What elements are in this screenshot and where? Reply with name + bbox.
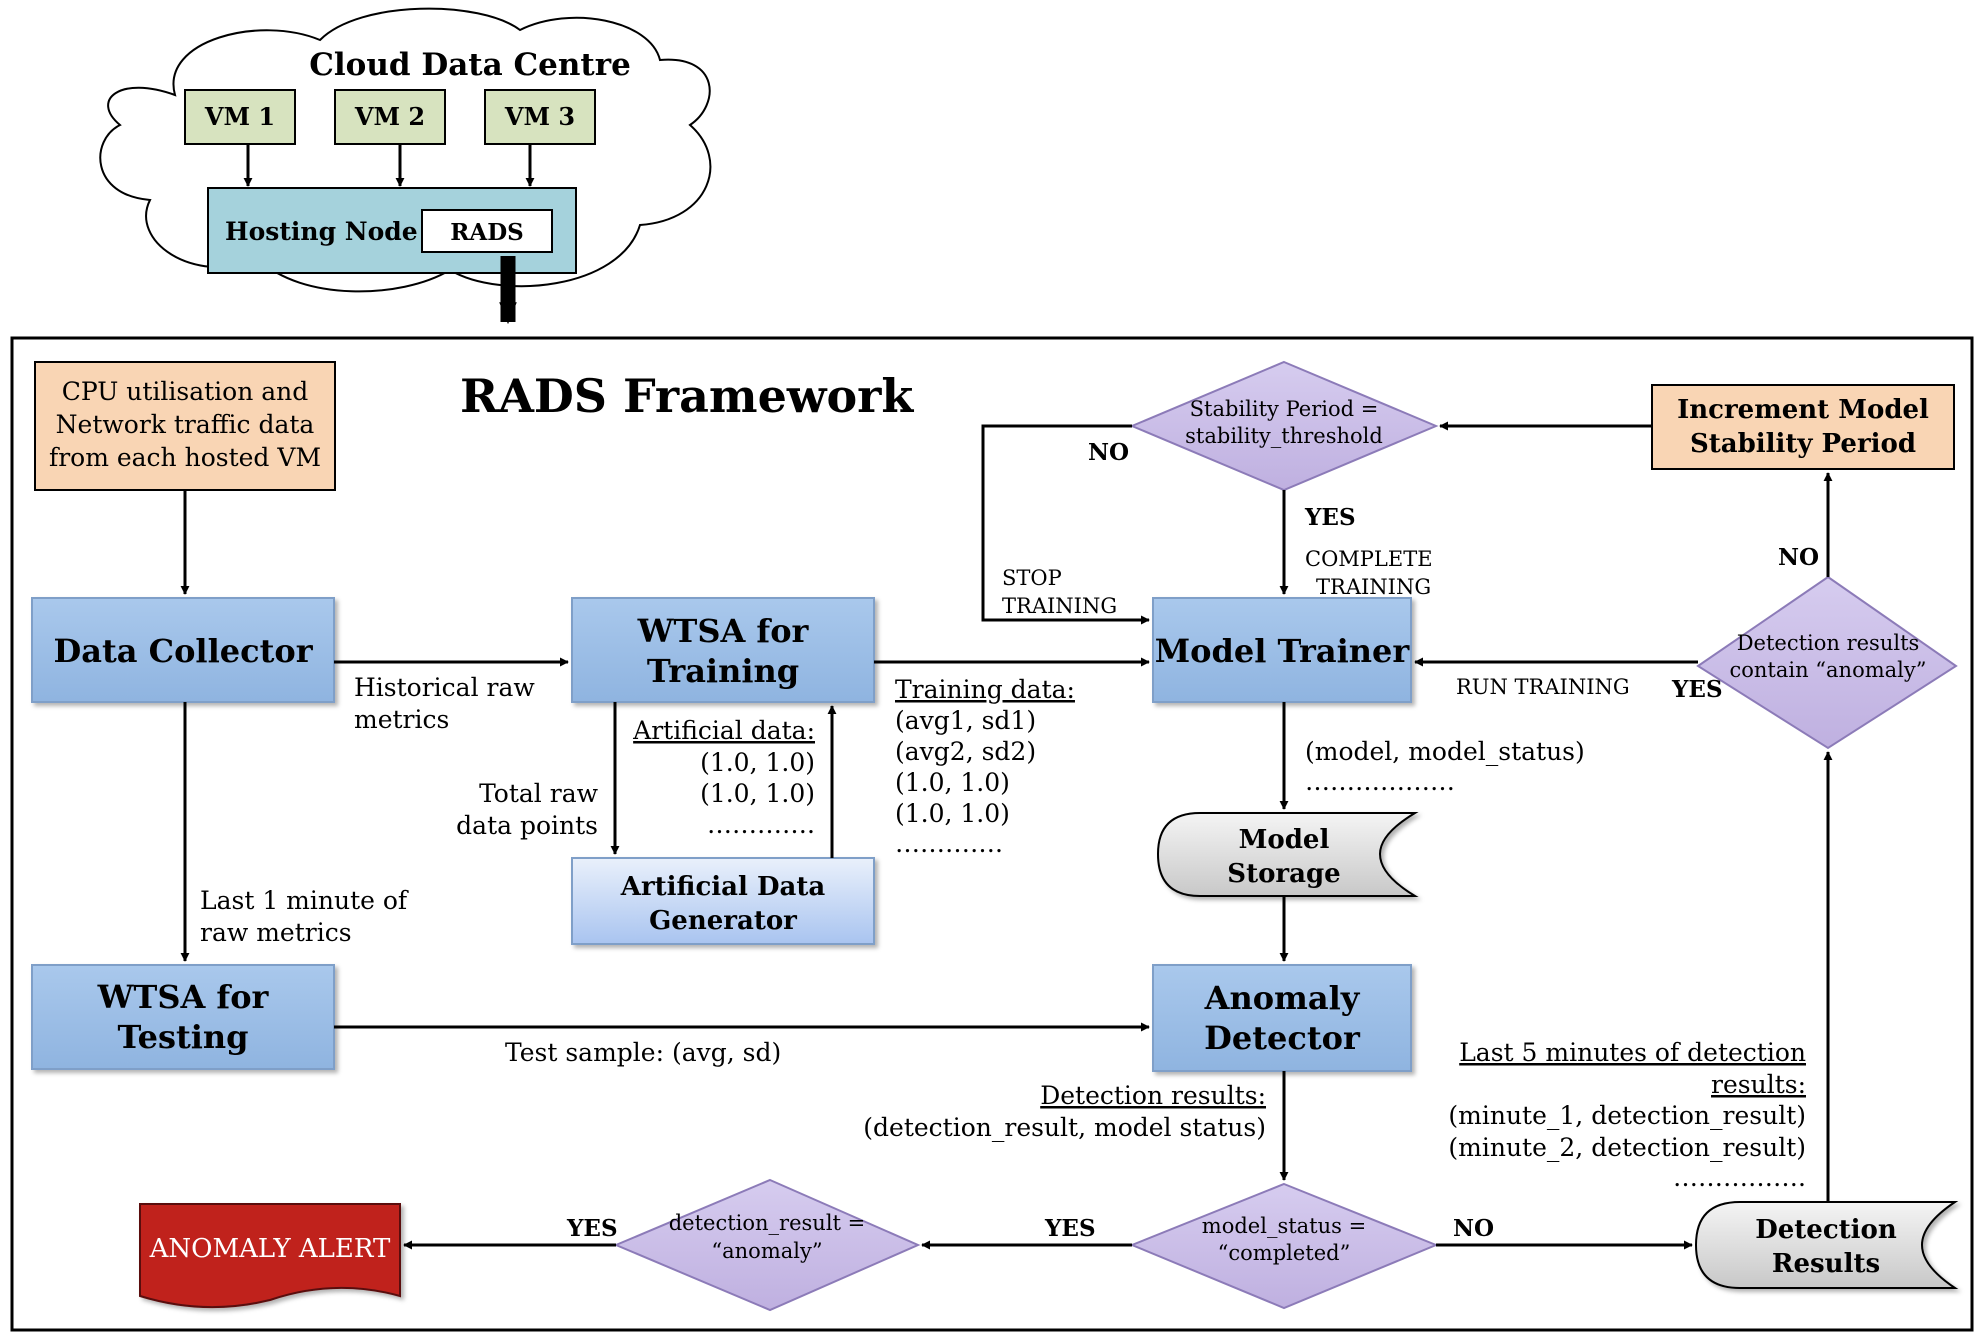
svg-text:Model Trainer: Model Trainer [1155, 632, 1411, 670]
svg-text:STOP: STOP [1002, 566, 1062, 590]
svg-text:………….: …………. [707, 810, 815, 839]
svg-text:Generator: Generator [649, 906, 797, 936]
svg-text:Results: Results [1772, 1249, 1880, 1279]
anomaly-alert: ANOMALY ALERT [139, 1203, 401, 1309]
svg-text:detection_result =: detection_result = [669, 1211, 866, 1235]
rads-label: RADS [450, 219, 524, 246]
artificial-data-generator-box: Artificial Data Generator [571, 857, 875, 945]
svg-text:Last 1 minute of: Last 1 minute of [200, 886, 409, 915]
label-yes-alert: YES [566, 1215, 618, 1242]
detection-results-store: Detection Results [1694, 1201, 1959, 1289]
anomaly-detector-box: Anomaly Detector [1152, 964, 1412, 1072]
framework-title: RADS Framework [460, 369, 914, 423]
svg-text:(1.0, 1.0): (1.0, 1.0) [895, 768, 1010, 797]
svg-text:Model: Model [1239, 825, 1330, 855]
diamond-model-status: model_status = “completed” [1129, 1182, 1439, 1310]
diamond-detection-contains-anomaly: Detection results contain “anomaly” [1696, 575, 1958, 750]
svg-text:TRAINING: TRAINING [1316, 575, 1431, 599]
svg-text:from each hosted VM: from each hosted VM [49, 443, 321, 472]
svg-text:“anomaly”: “anomaly” [711, 1239, 822, 1263]
rads-box [421, 209, 553, 253]
framework-border [10, 336, 1974, 1332]
svg-text:(1.0, 1.0): (1.0, 1.0) [895, 799, 1010, 828]
svg-text:data points: data points [456, 811, 598, 840]
svg-text:results:: results: [1711, 1070, 1806, 1099]
diamond-stability-period: Stability Period = stability_threshold [1129, 360, 1439, 492]
svg-text:WTSA for: WTSA for [637, 612, 810, 650]
label-yes-completed: YES [1044, 1215, 1096, 1242]
svg-text:CPU utilisation and: CPU utilisation and [62, 377, 309, 406]
svg-text:(minute_1, detection_result): (minute_1, detection_result) [1448, 1101, 1806, 1130]
svg-text:Detection results: Detection results [1737, 631, 1920, 655]
svg-text:(minute_2, detection_result): (minute_2, detection_result) [1448, 1133, 1806, 1162]
svg-text:………………: ……………… [1305, 767, 1455, 796]
label-no-increment: NO [1778, 544, 1819, 571]
svg-text:Storage: Storage [1227, 859, 1340, 889]
svg-text:Network traffic data: Network traffic data [56, 410, 315, 439]
svg-text:Artificial Data: Artificial Data [620, 872, 826, 902]
svg-text:Testing: Testing [117, 1018, 248, 1056]
svg-text:ANOMALY ALERT: ANOMALY ALERT [149, 1234, 391, 1264]
svg-text:Anomaly: Anomaly [1204, 979, 1361, 1017]
wtsa-testing-box: WTSA for Testing [31, 964, 335, 1070]
svg-text:Total raw: Total raw [479, 779, 599, 808]
hosting-node-box: Hosting Node RADS [207, 187, 577, 274]
svg-text:………….: …………. [895, 829, 1003, 858]
svg-text:contain “anomaly”: contain “anomaly” [1730, 658, 1927, 682]
svg-text:Detection results:: Detection results: [1040, 1081, 1266, 1110]
svg-text:Stability Period =: Stability Period = [1190, 397, 1379, 421]
vm-1-label: VM 1 [204, 102, 275, 131]
data-collector-box: Data Collector [31, 597, 335, 703]
svg-text:Historical raw: Historical raw [354, 673, 535, 702]
annotation-labels: NO YES COMPLETE TRAINING STOP TRAINING N… [200, 439, 1819, 1242]
svg-text:Stability Period: Stability Period [1690, 429, 1916, 459]
model-storage: Model Storage [1156, 812, 1419, 897]
svg-text:COMPLETE: COMPLETE [1305, 547, 1433, 571]
svg-text:Last 5 minutes of detection: Last 5 minutes of detection [1459, 1038, 1806, 1067]
svg-text:(avg2, sd2): (avg2, sd2) [895, 737, 1036, 766]
label-yes-run: YES [1671, 676, 1723, 703]
vm-2-box: VM 2 [334, 89, 446, 145]
svg-text:raw metrics: raw metrics [200, 918, 352, 947]
label-no-stability: NO [1088, 439, 1129, 466]
svg-text:Detector: Detector [1204, 1019, 1361, 1057]
connectors [180, 421, 1833, 1250]
svg-text:(avg1, sd1): (avg1, sd1) [895, 706, 1036, 735]
svg-text:…………….: ……………. [1673, 1163, 1806, 1192]
svg-text:(detection_result, model statu: (detection_result, model status) [863, 1113, 1266, 1142]
wtsa-training-box: WTSA for Training [571, 597, 875, 703]
increment-stability-box: Increment Model Stability Period [1651, 384, 1955, 470]
svg-text:Training data:: Training data: [895, 675, 1075, 704]
hosting-node-label: Hosting Node [225, 217, 418, 246]
cloud-data-centre: Cloud Data Centre VM 1 VM 2 VM 3 Hosting… [99, 7, 712, 325]
model-trainer-box: Model Trainer [1152, 597, 1412, 703]
svg-text:(1.0, 1.0): (1.0, 1.0) [700, 779, 815, 808]
vm-1-box: VM 1 [184, 89, 296, 145]
label-no-completed: NO [1453, 1215, 1494, 1242]
svg-text:model_status =: model_status = [1202, 1214, 1366, 1238]
svg-text:Artificial data:: Artificial data: [632, 716, 815, 745]
input-data-box: CPU utilisation and Network traffic data… [34, 361, 336, 491]
svg-text:(model, model_status): (model, model_status) [1305, 737, 1585, 766]
svg-text:WTSA for: WTSA for [97, 978, 270, 1016]
cloud-title: Cloud Data Centre [309, 47, 631, 83]
svg-text:Increment Model: Increment Model [1677, 395, 1929, 425]
vm-2-label: VM 2 [354, 102, 425, 131]
svg-text:metrics: metrics [354, 705, 449, 734]
svg-text:Test sample: (avg, sd): Test sample: (avg, sd) [505, 1038, 781, 1067]
svg-text:RUN TRAINING: RUN TRAINING [1456, 675, 1630, 699]
svg-text:(1.0, 1.0): (1.0, 1.0) [700, 748, 815, 777]
vm-3-label: VM 3 [504, 102, 575, 131]
diamond-detection-result: detection_result = “anomaly” [613, 1178, 921, 1312]
label-yes-stability: YES [1304, 504, 1356, 531]
vm-3-box: VM 3 [484, 89, 596, 145]
data-collector-label: Data Collector [53, 632, 313, 670]
svg-text:Training: Training [647, 652, 799, 690]
svg-text:stability_threshold: stability_threshold [1185, 424, 1383, 448]
svg-text:Detection: Detection [1755, 1215, 1897, 1245]
svg-text:TRAINING: TRAINING [1002, 594, 1117, 618]
svg-text:“completed”: “completed” [1218, 1241, 1351, 1265]
